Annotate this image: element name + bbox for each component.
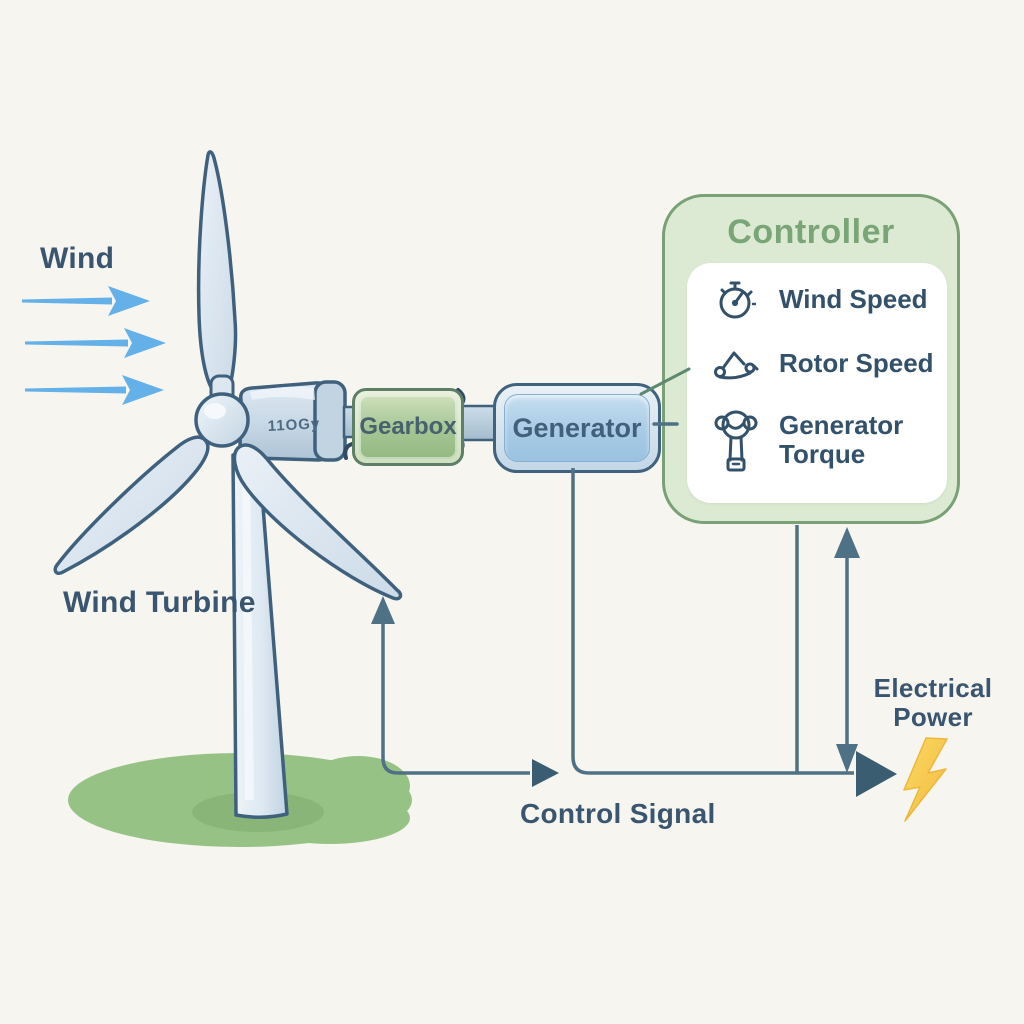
controller-block: Controller Wind Speed [662, 194, 960, 524]
gearbox-label: Gearbox [359, 413, 457, 440]
generator-block: Generator [493, 383, 661, 473]
blade-right [232, 443, 403, 601]
wind-turbine-label: Wind Turbine [63, 586, 256, 619]
controller-input-wind-speed: Wind Speed [711, 277, 941, 323]
controller-input-generator-torque: Generator Torque [711, 401, 941, 479]
controller-input-rotor-speed: Rotor Speed [711, 343, 941, 385]
turbine-blades [53, 150, 403, 601]
turbine-nacelle: 11OGy [238, 380, 366, 462]
electrical-power-arrowhead [856, 751, 897, 797]
ground-patch [68, 753, 412, 847]
nacelle-marking: 11OGy [267, 415, 320, 435]
gauge-icon [711, 278, 761, 322]
rotor-speed-icon [711, 346, 761, 382]
rotor-speed-label: Rotor Speed [779, 348, 934, 379]
electrical-power-line1: Electrical [873, 673, 993, 703]
control-signal-arrow [371, 596, 559, 787]
rotor-hub [194, 392, 250, 448]
generator-torque-icon [711, 404, 761, 476]
controller-title: Controller [727, 213, 895, 251]
lightning-bolt-icon [903, 737, 948, 822]
turbine-tower [231, 453, 289, 819]
wind-label: Wind [40, 242, 115, 275]
generator-torque-label: Generator Torque [779, 409, 904, 469]
controller-inputs-panel: Wind Speed Rotor Speed [687, 263, 947, 503]
gearbox-block: Gearbox [352, 388, 464, 466]
wind-speed-label: Wind Speed [779, 284, 928, 315]
electrical-power-label: Electrical Power [866, 674, 1000, 732]
wind-arrows-icon [22, 286, 166, 405]
generator-face [504, 394, 650, 462]
control-signal-label: Control Signal [520, 798, 716, 829]
blade-up [196, 150, 238, 394]
electrical-power-line2: Power [893, 702, 973, 732]
controller-power-arrow [834, 527, 860, 773]
blade-left [53, 435, 210, 576]
generator-label: Generator [512, 412, 642, 443]
